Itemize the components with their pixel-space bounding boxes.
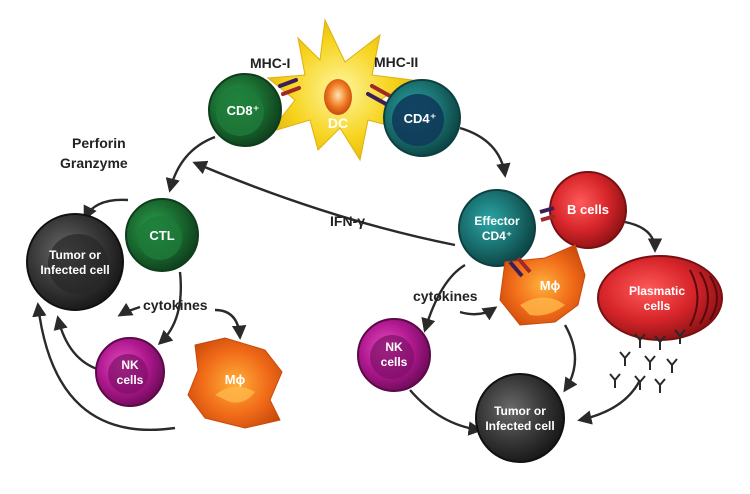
b-cells-label: B cells [567,202,609,217]
ctl-label: CTL [149,228,175,243]
tumor-cell-left-inner [48,234,108,294]
mhc1-receptor [278,78,301,96]
nk-right-label: NK cells [380,340,408,369]
cytokines-left-label: cytokines [143,297,208,313]
plasmatic-label: Plasmatic cells [628,284,686,313]
nk-cell-right-inner [370,335,414,379]
mphi-right-label: Mϕ [539,278,561,293]
arrow-perforin-to-tumor [83,198,129,221]
dc-nucleus [324,79,352,115]
macrophage-left-nucleus [215,386,255,403]
macrophage-right-nucleus [520,297,565,316]
macrophage-right-receptor [508,256,532,278]
arrow-cytokines-to-tumor-left [117,302,141,317]
mphi-left-label: Mϕ [224,372,246,387]
arrow-bcells-to-plasmatic [624,220,663,253]
arrow-effector-to-nk-right [421,263,466,333]
nk-cell-left-inner [108,354,148,394]
arrow-cd4-to-effector [459,126,511,178]
mhc2-receptor [366,84,392,106]
arrow-mphi-left-to-tumor [32,302,176,431]
dendritic-cell [266,18,414,162]
arrow-effector-ifn-to-ctl [192,160,456,247]
macrophage-left [187,337,283,429]
granzyme-label: Granzyme [60,155,128,171]
plasmatic-cell [597,255,723,341]
effector-cd4-label: Effector CD4⁺ [474,214,520,243]
mhc2-label: MHC-II [374,54,419,70]
mhc1-label: MHC-I [250,55,291,71]
ifn-gamma-label: IFN-γ [330,213,365,229]
cytokines-right-label: cytokines [413,288,478,304]
b-cell-receptor [539,206,556,222]
cd8-label: CD8⁺ [226,103,260,118]
arrow-ctl-to-nk-left [157,271,182,345]
effector-cd4-cell [458,189,536,267]
nk-left-label: NK cells [116,358,144,387]
arrow-antibodies-to-tumor [577,379,642,425]
arrow-nk-left-to-tumor [53,315,101,372]
cd4-label: CD4⁺ [403,111,437,126]
tumor-right-label: Tumor or Infected cell [485,404,555,433]
tumor-left-label: Tumor or Infected cell [40,248,110,277]
arrow-cytokines-to-mphi-left [214,308,247,340]
ctl-cell-inner [138,216,182,260]
antibodies [609,329,686,393]
tumor-cell-right [475,373,565,463]
cd8-cell-inner [216,88,264,136]
arrow-mphi-right-to-tumor [563,324,578,393]
arrow-cytokines-to-mphi-right [459,306,498,321]
perforin-label: Perforin [72,135,126,151]
cd4-cell-inner [392,94,444,146]
dc-label: DC [328,115,348,131]
arrows [32,126,663,436]
arrow-cd8-to-ctl [165,135,216,193]
arrow-nk-right-to-tumor [409,389,483,436]
